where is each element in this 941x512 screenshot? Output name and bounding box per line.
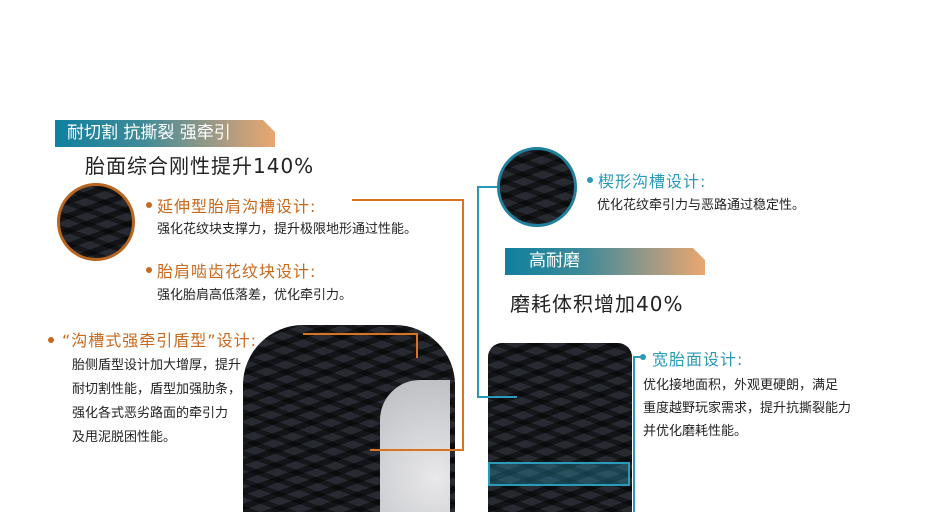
wedge-groove-closeup-image [497, 147, 577, 227]
leader-line [462, 199, 464, 450]
feature-desc-line: 耐切割性能，盾型加强肋条， [72, 382, 242, 397]
leader-line [352, 199, 463, 201]
feature-title: 楔形沟槽设计: [598, 172, 707, 191]
leader-line [633, 356, 635, 512]
feature-desc-line: 并优化磨耗性能。 [643, 424, 748, 439]
contact-patch-highlight [488, 462, 630, 486]
stiffness-headline: 胎面综合刚性提升140% [85, 154, 315, 178]
feature-title: “沟槽式强牵引盾型”设计: [62, 331, 257, 350]
feature-desc: 强化花纹块支撑力，提升极限地形通过性能。 [157, 222, 418, 237]
feature-desc: 强化胎肩高低落差，优化牵引力。 [157, 288, 353, 303]
leader-line [416, 333, 418, 358]
bullet-icon [146, 267, 152, 273]
leader-line [477, 396, 517, 398]
wheel-rim [380, 380, 450, 512]
feature-title: 延伸型胎肩沟槽设计: [157, 197, 317, 216]
cut-resistance-banner: 耐切割 抗撕裂 强牵引 [55, 120, 275, 147]
feature-desc-line: 优化接地面积，外观更硬朗，满足 [643, 378, 839, 393]
leader-line [477, 186, 479, 398]
feature-desc: 优化花纹牵引力与恶路通过稳定性。 [597, 198, 806, 213]
feature-title: 胎肩啮齿花纹块设计: [157, 262, 317, 281]
leader-line [477, 186, 497, 188]
wear-resistance-banner: 高耐磨 [505, 248, 705, 275]
feature-desc-line: 重度越野玩家需求，提升抗撕裂能力 [643, 401, 852, 416]
bullet-icon [640, 354, 646, 360]
feature-title: 宽胎面设计: [652, 350, 744, 369]
leader-line [303, 333, 418, 335]
bullet-icon [146, 202, 152, 208]
wear-headline: 磨耗体积增加40% [510, 292, 684, 316]
bullet-icon [587, 177, 593, 183]
feature-desc-line: 胎侧盾型设计加大增厚，提升 [72, 358, 242, 373]
shoulder-groove-closeup-image [57, 183, 135, 261]
leader-line [370, 449, 464, 451]
bullet-icon [48, 337, 54, 343]
feature-desc-line: 及甩泥脱困性能。 [72, 430, 177, 445]
feature-desc-line: 强化各式恶劣路面的牵引力 [72, 406, 229, 421]
leader-line [633, 356, 641, 358]
tire-tread-image [488, 343, 632, 512]
